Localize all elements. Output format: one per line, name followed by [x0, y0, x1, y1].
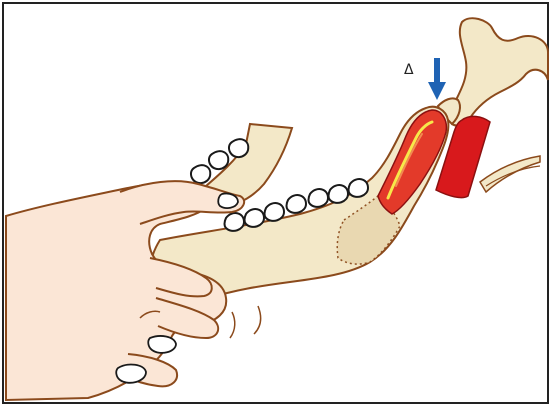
temporal-bone: [450, 18, 548, 125]
tooth: [225, 213, 245, 231]
knuckle-crease: [230, 312, 235, 338]
tooth: [349, 179, 369, 197]
fingernail: [116, 365, 146, 383]
thumbnail: [218, 193, 238, 208]
tooth: [191, 165, 210, 183]
tooth: [265, 203, 285, 221]
tooth: [309, 189, 329, 207]
delta-label: Δ: [404, 62, 414, 78]
tooth: [209, 151, 228, 169]
fingernail: [148, 336, 176, 353]
tooth: [287, 195, 307, 213]
tooth: [329, 185, 349, 203]
knuckle-crease: [254, 306, 261, 334]
arrow-down-icon: [428, 58, 446, 100]
tooth: [229, 139, 248, 157]
tooth: [245, 209, 265, 227]
